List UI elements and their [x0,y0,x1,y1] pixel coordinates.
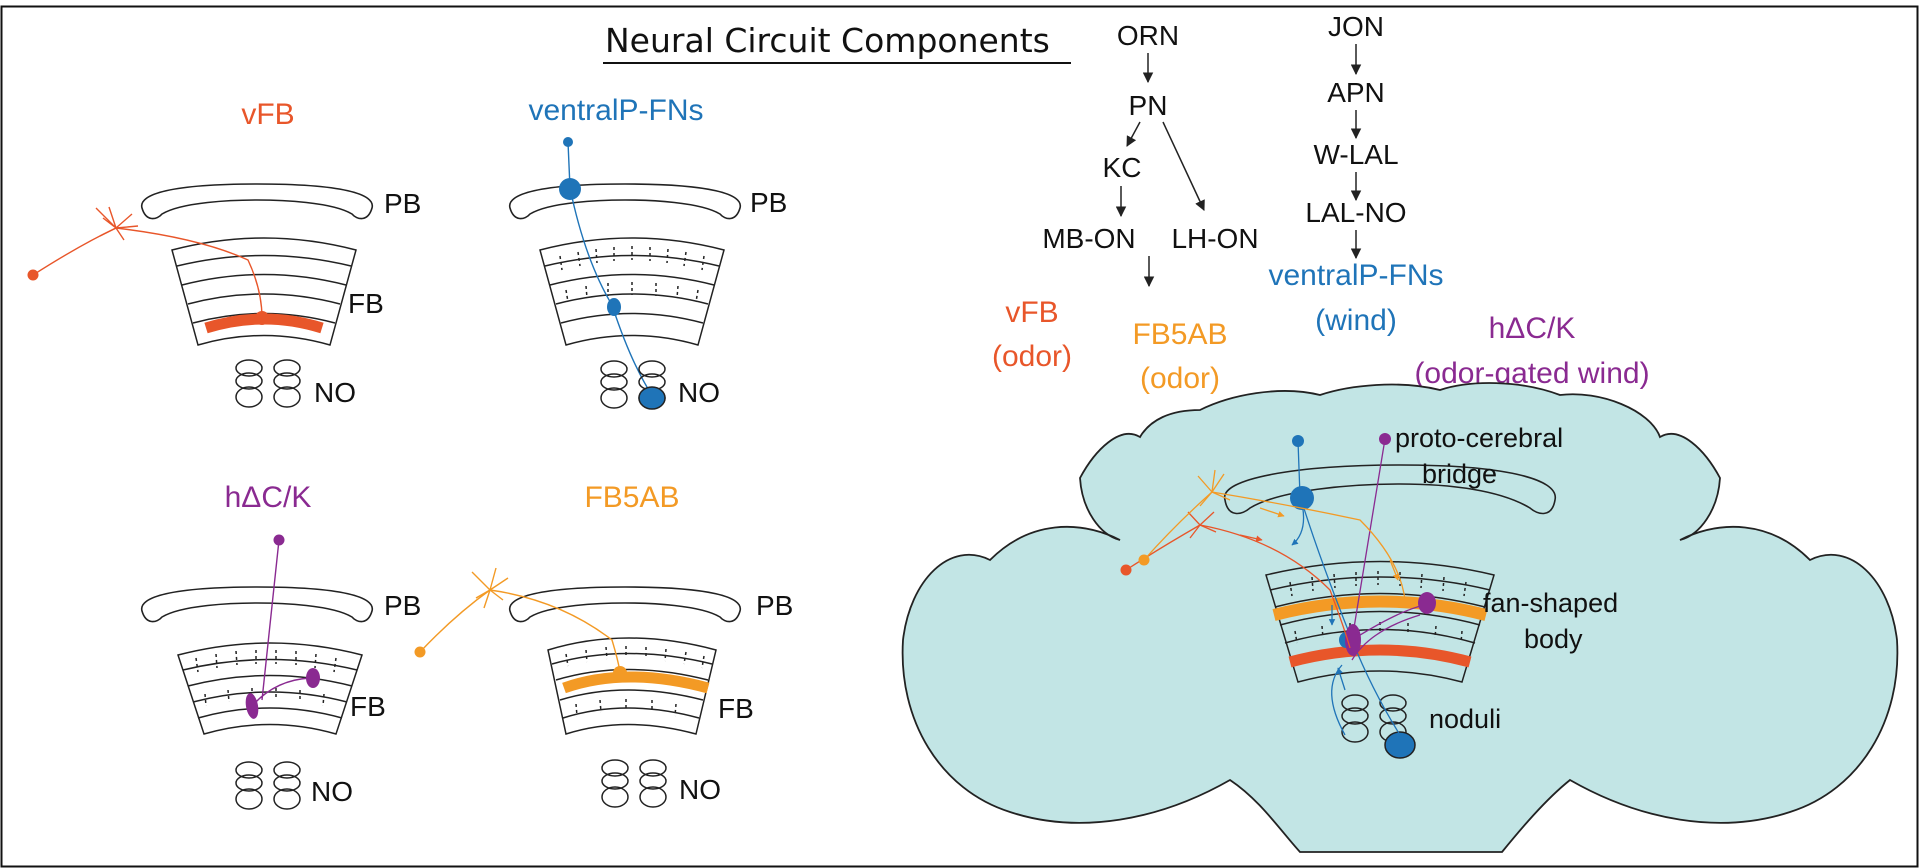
brain-pb-shape [1223,464,1556,515]
pathway-kc: KC [1103,152,1142,183]
panel-vfb-no-shape [235,359,301,408]
pathway-jon: JON [1328,11,1384,42]
panel-fb5ab: FB5AB PB FB NO [414,481,793,808]
mechanosensory-pathway: JON APN W-LAL LAL-NO [1305,11,1407,260]
panel-fb5ab-label: FB5AB [584,481,679,514]
pathway-pn: PN [1129,90,1168,121]
panel-hdc-ventral-terminal [245,693,259,719]
panel-ventral-no-label: NO [678,377,720,408]
panel-vfb-no-label: NO [314,377,356,408]
brain-vfb-neuron [1125,511,1351,649]
panel-vfb-pb-label: PB [384,188,421,219]
brain-ventral-soma [1292,435,1304,447]
panel-hdc-pb-shape [140,586,374,623]
brain-silhouette [901,382,1899,853]
brain-ventral-pb-terminal [1290,486,1314,510]
panel-ventral-soma [563,137,573,147]
output-vfb-name: vFB [1005,296,1058,329]
panel-vfb: vFB PB FB NO [27,98,421,408]
output-hdc-name: hΔC/K [1489,312,1576,345]
pathway-apn: APN [1327,77,1385,108]
panel-ventral-fb-terminal [607,298,621,316]
panel-ventral-label: ventralP-FNs [528,94,703,127]
pathway-lhon: LH-ON [1171,223,1258,254]
panel-fb5ab-fb-band [562,671,710,694]
panel-hdc-no-shape [235,761,301,810]
brain-fb5ab-soma [1138,554,1150,566]
brain-no-label: noduli [1429,704,1501,734]
panel-fb5ab-fb-shape [547,637,717,735]
figure-border [0,5,1919,868]
panel-fb5ab-terminal [613,666,627,680]
panel-hdc-dorsal-terminal [306,668,320,688]
output-ventral-modality: (wind) [1315,304,1397,337]
brain-fb5ab-neuron [1143,469,1406,601]
output-fb5ab-name: FB5AB [1132,318,1227,351]
panel-ventral-pb-terminal [559,178,581,200]
panel-vfb-soma [27,269,39,281]
panel-hdc-no-label: NO [311,776,353,807]
pathway-lalno: LAL-NO [1305,197,1406,228]
panel-ventral-neuron [567,141,651,393]
panel-ventral: ventralP-FNs PB NO [508,94,787,410]
panel-fb5ab-pb-shape [508,586,742,623]
pathway-wlal: W-LAL [1313,139,1398,170]
output-ventral-name: ventralP-FNs [1268,259,1443,292]
panel-fb5ab-fb-label: FB [718,693,754,724]
panel-hdc-neuron [251,539,311,707]
panel-hdc-soma [273,534,285,546]
panel-vfb-label: vFB [241,98,294,131]
panel-vfb-fb-shape [171,237,357,346]
panel-fb5ab-neuron [419,567,621,673]
output-labels: vFB (odor) FB5AB (odor) ventralP-FNs (wi… [992,259,1650,395]
brain-diagram: proto-cerebral bridge fan-shaped body no… [901,382,1899,853]
panel-vfb-pb-shape [140,183,374,220]
brain-vfb-band [1288,644,1472,668]
brain-vfb-soma [1120,564,1132,576]
panel-fb5ab-pb-label: PB [756,590,793,621]
panel-vfb-terminal [255,311,269,325]
brain-hdc-dorsal-terminal [1418,592,1436,614]
brain-fb-label-line2: body [1524,624,1583,654]
panel-ventral-fb-shape [539,237,725,346]
brain-hdc-soma [1379,433,1391,445]
brain-pb-label-line1: proto-cerebral [1395,423,1563,453]
panel-hdc-label: hΔC/K [225,481,312,514]
output-hdc-modality: (odor-gated wind) [1414,357,1649,390]
panel-ventral-pb-label: PB [750,187,787,218]
brain-pb-label-line2: bridge [1422,459,1497,489]
pathway-orn: ORN [1117,20,1179,51]
panel-hdc-fb-label: FB [350,691,386,722]
output-vfb-modality: (odor) [992,340,1072,373]
panel-hdc-fb-shape [177,642,363,735]
panel-vfb-neuron [32,206,263,319]
panel-ventral-pb-shape [508,183,742,220]
panel-ventral-no-terminal [638,386,666,410]
panel-hdc: hΔC/K PB FB NO [140,481,421,810]
output-fb5ab-modality: (odor) [1140,362,1220,395]
panel-vfb-fb-label: FB [348,288,384,319]
pathway-mbon: MB-ON [1042,223,1135,254]
panel-hdc-pb-label: PB [384,590,421,621]
panel-fb5ab-soma [414,646,426,658]
figure-title: Neural Circuit Components [605,21,1050,60]
panel-fb5ab-no-shape [601,759,667,808]
brain-outline [903,510,960,560]
brain-fb-label-line1: fan-shaped [1483,588,1618,618]
olfactory-pathway: ORN PN KC MB-ON LH-ON [1042,20,1259,288]
brain-no-terminal [1384,731,1416,759]
panel-fb5ab-no-label: NO [679,774,721,805]
brain-fb5ab-band [1272,595,1488,621]
brain-hdc-ventral-terminal [1345,624,1361,656]
